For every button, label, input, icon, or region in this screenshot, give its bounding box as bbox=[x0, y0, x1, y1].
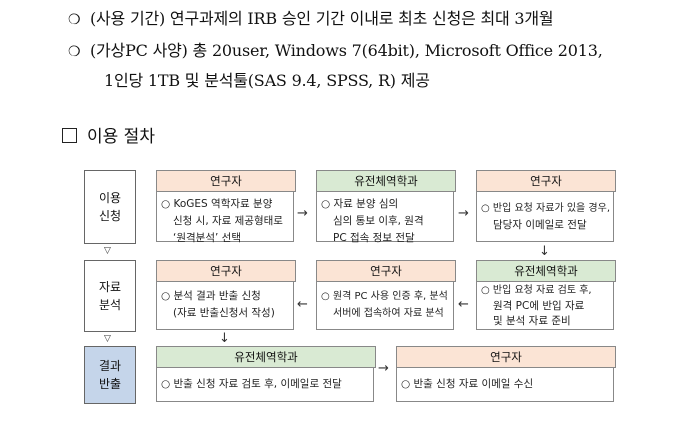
step-line: ○ 반입 요청 자료가 있을 경우, bbox=[481, 203, 610, 214]
down-triangle-icon: ▽ bbox=[104, 334, 111, 344]
bullet-pc-spec-continuation: 1인당 1TB 및 분석툴(SAS 9.4, SPSS, R) 제공 bbox=[104, 71, 430, 90]
section-title-text: 이용 절차 bbox=[87, 127, 155, 147]
phase-export-line1: 결과 bbox=[98, 359, 122, 373]
step-line: PC 접속 정보 전달 bbox=[333, 232, 415, 244]
step-r2c2-body: ○ 원격 PC 사용 인증 후, 분석 서버에 접속하여 자료 분석 bbox=[316, 281, 454, 330]
phase-apply-line2: 신청 bbox=[98, 209, 122, 223]
step-line: 원격 PC에 반입 자료 bbox=[493, 299, 585, 312]
step-r3c2-body: ○ 반출 신청 자료 이메일 수신 bbox=[396, 367, 614, 402]
step-r1c3-body: ○ 반입 요청 자료가 있을 경우, 담당자 이메일로 전달 bbox=[476, 191, 614, 242]
phase-analysis-line1: 자료 bbox=[98, 280, 122, 294]
left-arrow-icon: ← bbox=[297, 297, 308, 312]
phase-apply-line1: 이용 bbox=[98, 191, 122, 205]
right-arrow-icon: → bbox=[297, 206, 308, 221]
bullet-pc-spec-text: (가상PC 사양) 총 20user, Windows 7(64bit), Mi… bbox=[90, 41, 603, 60]
step-r1c1-header: 연구자 bbox=[156, 170, 296, 192]
down-arrow-icon: ↓ bbox=[539, 244, 550, 259]
bullet-usage-period-text: (사용 기간) 연구과제의 IRB 승인 기간 이내로 최초 신청은 최대 3개… bbox=[90, 9, 554, 28]
step-line: ○ KoGES 역학자료 분양 bbox=[161, 198, 273, 210]
bullet-usage-period: ❍ (사용 기간) 연구과제의 IRB 승인 기간 이내로 최초 신청은 최대 3… bbox=[68, 8, 554, 31]
right-arrow-icon: → bbox=[378, 361, 389, 376]
step-line: ○ 자료 분양 심의 bbox=[321, 198, 399, 210]
left-arrow-icon: ← bbox=[458, 297, 469, 312]
step-line: 심의 통보 이후, 원격 bbox=[333, 215, 424, 227]
step-r2c1-header: 연구자 bbox=[156, 260, 296, 282]
bullet-icon: ❍ bbox=[68, 44, 81, 60]
down-triangle-icon: ▽ bbox=[104, 246, 111, 256]
right-arrow-icon: → bbox=[458, 206, 469, 221]
checkbox-icon bbox=[62, 128, 77, 143]
step-r1c2-header: 유전체역학과 bbox=[316, 170, 456, 192]
step-line: ‘원격분석’ 선택 bbox=[173, 232, 241, 244]
step-line: (자료 반출신청서 작성) bbox=[173, 307, 275, 319]
step-line: 및 분석 자료 준비 bbox=[493, 315, 571, 327]
step-line: 신청 시, 자료 제공형태로 bbox=[173, 215, 283, 227]
step-line: ○ 반출 신청 자료 검토 후, 이메일로 전달 bbox=[161, 378, 342, 390]
step-line: ○ 반출 신청 자료 이메일 수신 bbox=[401, 378, 534, 390]
step-r2c2-header: 연구자 bbox=[316, 260, 456, 282]
bullet-icon: ❍ bbox=[68, 12, 81, 28]
step-line: 서버에 접속하여 자료 분석 bbox=[333, 308, 444, 319]
step-r1c3-header: 연구자 bbox=[476, 170, 616, 192]
step-r2c3-header: 유전체역학과 bbox=[476, 260, 616, 282]
step-r1c1-body: ○ KoGES 역학자료 분양 신청 시, 자료 제공형태로 ‘원격분석’ 선택 bbox=[156, 191, 294, 244]
step-r1c2-body: ○ 자료 분양 심의 심의 통보 이후, 원격 PC 접속 정보 전달 bbox=[316, 191, 454, 244]
step-line: 담당자 이메일로 전달 bbox=[493, 219, 587, 231]
bullet-pc-spec: ❍ (가상PC 사양) 총 20user, Windows 7(64bit), M… bbox=[68, 40, 603, 63]
step-line: ○ 분석 결과 반출 신청 bbox=[161, 290, 261, 302]
step-r3c1-body: ○ 반출 신청 자료 검토 후, 이메일로 전달 bbox=[156, 367, 374, 402]
step-r2c3-body: ○ 반입 요청 자료 검토 후, 원격 PC에 반입 자료 및 분석 자료 준비 bbox=[476, 281, 614, 330]
phase-analysis-line2: 분석 bbox=[98, 298, 122, 312]
phase-export-line2: 반출 bbox=[98, 377, 122, 391]
step-line: ○ 원격 PC 사용 인증 후, 분석 bbox=[321, 291, 448, 302]
step-r3c1-header: 유전체역학과 bbox=[156, 346, 376, 368]
step-r2c1-body: ○ 분석 결과 반출 신청 (자료 반출신청서 작성) bbox=[156, 281, 294, 330]
section-title: 이용 절차 bbox=[62, 126, 155, 148]
step-r3c2-header: 연구자 bbox=[396, 346, 616, 368]
down-arrow-icon: ↓ bbox=[219, 331, 230, 346]
step-line: ○ 반입 요청 자료 검토 후, bbox=[481, 285, 592, 296]
